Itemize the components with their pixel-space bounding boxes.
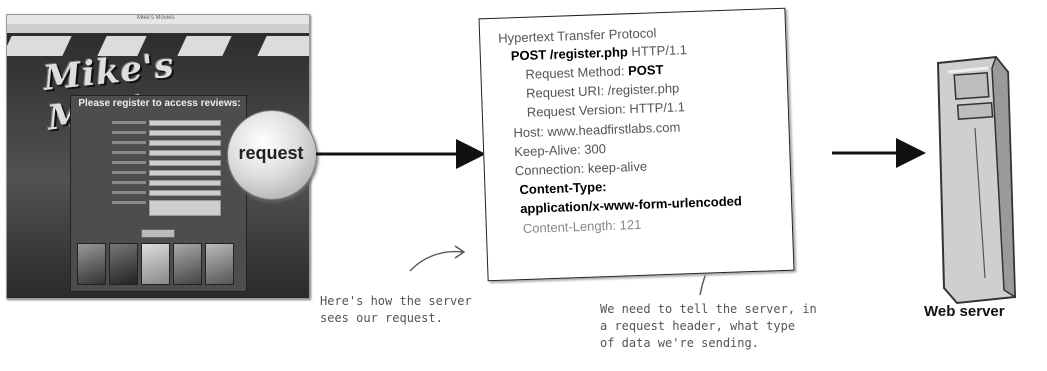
right-note: We need to tell the server, in a request… (600, 301, 817, 352)
movie-poster (173, 243, 202, 285)
http-request-line: POST /register.php HTTP/1.1 (511, 42, 688, 63)
right-note-line: of data we're sending. (600, 336, 759, 350)
form-input (149, 130, 221, 136)
http-request-line-path: POST /register.php (510, 44, 629, 64)
http-protocol: Hypertext Transfer Protocol (497, 25, 657, 46)
http-host: Host: www.headfirstlabs.com (513, 119, 681, 141)
http-request-method-label: Request Method: (525, 63, 629, 82)
http-request-method-value: POST (627, 62, 664, 79)
form-label (76, 181, 146, 184)
form-input (149, 150, 221, 156)
web-server-icon (936, 55, 1017, 305)
left-note-arrow (409, 250, 464, 272)
form-label (76, 131, 146, 134)
http-content-length: Content-Length: 121 (522, 216, 642, 237)
http-request-uri: Request URI: /register.php (525, 80, 680, 101)
form-label (76, 121, 146, 124)
form-label (76, 161, 146, 164)
form-input (149, 120, 221, 126)
form-label (76, 201, 146, 204)
submit-button (141, 229, 175, 238)
form-label (76, 151, 146, 154)
http-request-method: Request Method: POST (525, 62, 663, 82)
form-textarea (149, 200, 221, 216)
browser-toolbar (7, 24, 309, 33)
request-bubble-label: request (238, 143, 304, 163)
form-input (149, 140, 221, 146)
movie-poster (205, 243, 234, 285)
left-note-line: Here's how the server (320, 294, 472, 308)
left-note-arrowhead (454, 245, 466, 259)
browser-window-title: Mike's Movies (137, 15, 175, 21)
right-note-line: We need to tell the server, in (600, 302, 817, 316)
movie-poster (109, 243, 138, 285)
http-content-type-value: application/x-www-form-urlencoded (519, 193, 743, 217)
web-server-label: Web server (924, 303, 1005, 320)
movie-poster (141, 243, 170, 285)
http-request-version: Request Version: HTTP/1.1 (526, 99, 686, 120)
browser-titlebar: Mike's Movies (7, 15, 309, 24)
left-note-line: sees our request. (320, 311, 443, 325)
http-keep-alive: Keep-Alive: 300 (513, 141, 607, 160)
form-input (149, 190, 221, 196)
form-label (76, 191, 146, 194)
request-bubble (227, 110, 317, 200)
form-label (76, 171, 146, 174)
left-note: Here's how the server sees our request. (320, 293, 472, 327)
registration-title: Please register to access reviews: (78, 98, 241, 109)
form-input (149, 160, 221, 166)
http-request-card: Hypertext Transfer Protocol POST /regist… (478, 7, 795, 282)
form-input (149, 170, 221, 176)
http-connection: Connection: keep-alive (514, 158, 648, 179)
http-request-line-version: HTTP/1.1 (627, 42, 688, 60)
http-content-type-label: Content-Type: (519, 179, 607, 198)
right-note-line: a request header, what type (600, 319, 796, 333)
form-input (149, 180, 221, 186)
movie-poster (77, 243, 106, 285)
form-label (76, 141, 146, 144)
